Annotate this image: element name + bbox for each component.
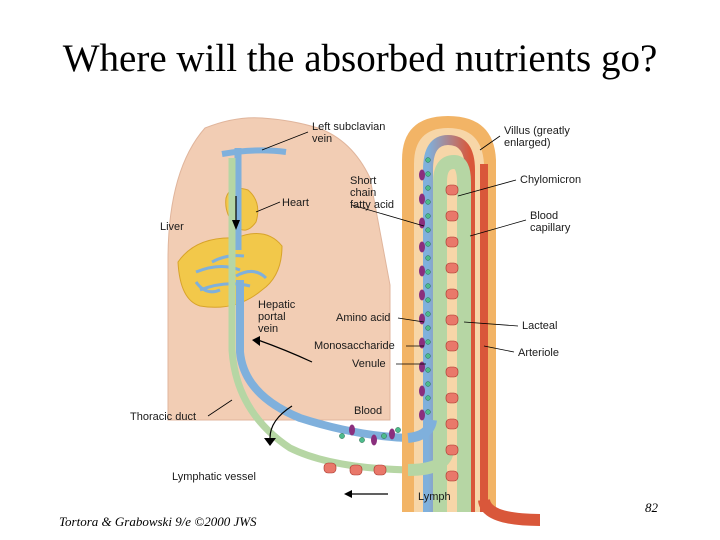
arrowhead-lymph-back [344,490,352,498]
leader-left-subclavian [261,131,309,151]
chylomicron-particle [445,366,459,378]
chylomicron-particle [323,462,337,474]
chylomicron-particle [445,184,459,196]
monosaccharide-particle [425,381,431,387]
label-liver: Liver [160,221,184,233]
monosaccharide-particle [425,157,431,163]
chylomicron-particle [445,210,459,222]
chylomicron-particle [445,262,459,274]
chylomicron-particle [445,392,459,404]
amino-acid-particle [349,424,355,436]
label-lacteal: Lacteal [522,320,557,332]
chylomicron-particle [349,464,363,476]
amino-acid-particle [419,361,425,373]
label-lymph: Lymph [418,491,451,503]
monosaccharide-particle [425,395,431,401]
lacteal [433,154,471,512]
arteriole-base [478,498,541,526]
label-thoracic-duct: Thoracic duct [130,411,196,423]
leader-heart [255,201,281,213]
slide-title: Where will the absorbed nutrients go? [62,37,658,80]
amino-acid-particle [371,434,377,446]
amino-acid-particle [419,289,425,301]
chylomicron-particle [445,340,459,352]
chylomicron-particle [445,288,459,300]
monosaccharide-particle [425,199,431,205]
arrowhead-heart [232,220,240,230]
monosaccharide-particle [339,433,345,439]
monosaccharide-particle [425,353,431,359]
amino-acid-particle [419,313,425,325]
monosaccharide-particle [425,227,431,233]
monosaccharide-particle [425,241,431,247]
arrow-blood-flow [257,339,313,363]
leader-thoracic [207,399,233,417]
monosaccharide-particle [425,283,431,289]
label-lymphatic-vessel: Lymphatic vessel [172,471,256,483]
page-number: 82 [645,500,658,515]
blood-vessel-base [407,418,437,443]
leader-chylomicron [457,179,517,197]
amino-acid-particle [419,217,425,229]
leader-fatty-acid [351,204,425,227]
chylomicron-particle [445,470,459,482]
label-blood: Blood [354,405,382,417]
amino-acid-particle [419,169,425,181]
leader-lacteal [463,321,519,327]
arrows [235,196,388,495]
monosaccharide-particle [425,185,431,191]
arrowhead-blood [252,336,260,346]
thoracic-duct [228,158,409,474]
amino-acid-particle [419,241,425,253]
hepatic-branches [194,254,268,294]
chylomicron-particle [445,236,459,248]
chylomicron-particle [445,314,459,326]
label-chylomicron: Chylomicron [520,174,581,186]
monosaccharide-particle [425,339,431,345]
left-subclavian-vein [221,147,287,157]
monosaccharide-particle [425,367,431,373]
monosaccharide-particle [425,269,431,275]
leader-villus [479,135,501,151]
leader-capillary [469,219,527,237]
monosaccharide-particle [395,427,401,433]
amino-acid-particle [419,385,425,397]
amino-acid-particle [419,265,425,277]
hepatic-portal-vein [236,280,409,442]
monosaccharide-particle [425,213,431,219]
chylomicron-particle [373,464,387,476]
label-venule: Venule [352,358,386,370]
monosaccharide-particle [425,325,431,331]
monosaccharide-particle [425,311,431,317]
amino-acid-particle [389,428,395,440]
leader-amino [397,317,425,323]
monosaccharide-particle [425,171,431,177]
label-monosaccharide: Monosaccharide [314,340,395,352]
monosaccharide-particle [425,255,431,261]
amino-acid-particle [419,409,425,421]
label-heart: Heart [282,197,309,209]
credit-line: Tortora & Grabowski 9/e ©2000 JWS [59,514,257,529]
leader-arteriole [483,345,515,353]
chylomicron-particle [445,418,459,430]
arrow-lymph-flow [269,405,293,439]
chylomicron-particle [445,444,459,456]
label-arteriole: Arteriole [518,347,559,359]
label-amino-acid: Amino acid [336,312,390,324]
amino-acid-particle [419,337,425,349]
amino-acid-particle [419,193,425,205]
monosaccharide-particle [425,409,431,415]
torso-outline [167,117,391,421]
monosaccharide-particle [381,433,387,439]
monosaccharide-particle [425,297,431,303]
monosaccharide-particle [359,437,365,443]
arrowhead-lymph [264,438,276,446]
